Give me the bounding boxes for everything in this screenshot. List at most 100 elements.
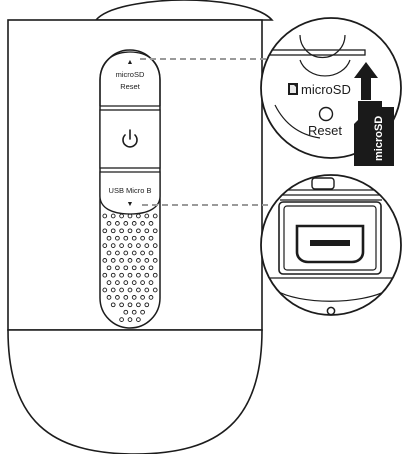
grille-hole: [140, 250, 145, 256]
grille-hole: [123, 235, 129, 241]
grille-hole: [123, 280, 129, 285]
grille-hole: [131, 280, 137, 285]
grille-hole: [152, 213, 158, 219]
grille-hole: [136, 317, 141, 322]
grille-hole: [136, 213, 141, 219]
grille-hole: [115, 280, 120, 285]
grille-hole: [115, 295, 120, 300]
grille-hole: [144, 258, 150, 263]
grille-hole: [106, 221, 112, 226]
grille-hole: [148, 250, 154, 256]
grille-hole: [144, 228, 150, 234]
grille-hole: [115, 265, 120, 271]
grille-hole: [140, 280, 145, 285]
grille-hole: [136, 302, 141, 308]
grille-hole: [106, 295, 112, 300]
grille-hole: [123, 265, 129, 271]
grille-hole: [102, 287, 108, 293]
grille-hole: [127, 287, 133, 293]
grille-hole: [119, 317, 124, 322]
grille-hole: [106, 235, 112, 241]
grille-hole: [123, 221, 129, 226]
camera-base: [7, 329, 263, 454]
grille-hole: [127, 272, 133, 278]
grille-hole: [127, 228, 133, 234]
grille-hole: [148, 221, 154, 226]
grille-hole: [148, 265, 154, 271]
grille-hole: [131, 221, 137, 226]
grille-hole: [102, 243, 108, 248]
grille-hole: [119, 213, 124, 219]
grille-hole: [136, 228, 141, 234]
reset-hole[interactable]: [318, 106, 334, 122]
grille-hole: [102, 213, 108, 219]
grille-hole: [110, 302, 116, 308]
grille-hole: [123, 295, 129, 300]
grille-hole: [131, 250, 137, 256]
grille-hole: [106, 265, 112, 271]
grille-hole: [110, 272, 116, 278]
grille-hole: [136, 258, 141, 263]
grille-hole: [140, 309, 145, 315]
grille-hole: [152, 272, 158, 278]
grille-hole: [102, 258, 108, 263]
grille-hole: [136, 272, 141, 278]
grille-hole: [119, 258, 124, 263]
inset-bottom: [260, 174, 402, 316]
grille-hole: [127, 213, 133, 219]
grille-hole: [144, 302, 150, 308]
grille-hole: [140, 295, 145, 300]
grille-hole: [119, 243, 124, 248]
grille-hole: [152, 258, 158, 263]
grille-hole: [131, 235, 137, 241]
grille-hole: [140, 221, 145, 226]
grille-hole: [115, 221, 120, 226]
inset-reset-label: Reset: [308, 123, 342, 138]
usb-micro-b-port-icon[interactable]: [295, 224, 365, 264]
grille-hole: [115, 235, 120, 241]
grille-hole: [119, 228, 124, 234]
grille-hole: [110, 228, 116, 234]
microsd-reset-panel: [99, 51, 161, 106]
grille-hole: [140, 265, 145, 271]
power-icon: [122, 129, 138, 148]
grille-hole: [131, 309, 137, 315]
grille-hole: [110, 213, 116, 219]
grille-hole: [119, 302, 124, 308]
grille-hole: [123, 309, 129, 315]
grille-hole: [148, 235, 154, 241]
grille-hole: [123, 250, 129, 256]
grille-hole: [119, 287, 124, 293]
grille-hole: [102, 228, 108, 234]
microsd-card: microSD: [354, 101, 394, 166]
grille-hole: [144, 213, 150, 219]
grille-hole: [102, 272, 108, 278]
microsd-label: microSD: [116, 70, 145, 79]
grille-hole: [127, 302, 133, 308]
grille-hole: [119, 272, 124, 278]
usb-label: USB Micro B: [109, 186, 152, 195]
grille-hole: [152, 287, 158, 293]
grille-hole: [106, 250, 112, 256]
grille-hole: [136, 287, 141, 293]
grille-hole: [144, 272, 150, 278]
grille-hole: [148, 295, 154, 300]
grille-hole: [106, 280, 112, 285]
grille-hole: [110, 258, 116, 263]
insert-arrow-icon: [354, 62, 378, 100]
grille-hole: [127, 317, 133, 322]
speaker-grille: [102, 213, 158, 322]
grille-hole: [110, 287, 116, 293]
grille-hole: [131, 295, 137, 300]
grille-hole: [140, 235, 145, 241]
card-label: microSD: [373, 116, 385, 161]
grille-hole: [115, 250, 120, 256]
bottom-arrow-label: ▼: [127, 201, 134, 208]
grille-hole: [127, 243, 133, 248]
grille-hole: [110, 243, 116, 248]
top-arrow-label: ▲: [127, 59, 134, 66]
grille-hole: [127, 258, 133, 263]
bottom-screw-hole: [326, 306, 336, 316]
grille-hole: [152, 228, 158, 234]
